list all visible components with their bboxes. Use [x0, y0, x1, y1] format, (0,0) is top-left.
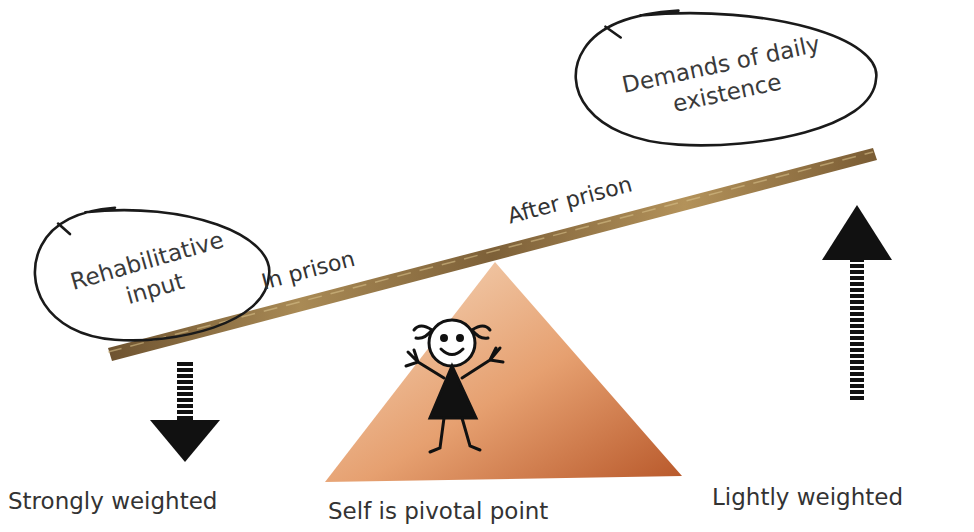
demands-circle: Demands of daily existence [568, 8, 880, 150]
up-arrow [822, 205, 892, 402]
down-arrow [150, 362, 220, 462]
fulcrum-label: Self is pivotal point [328, 498, 548, 524]
circle-text: Rehabilitative input [61, 224, 240, 326]
weight-label: Strongly weighted [8, 488, 217, 514]
stick-figure [406, 320, 503, 452]
weight-label: Lightly weighted [712, 484, 903, 510]
ellipse-outline [35, 208, 269, 341]
rehab-circle: Rehabilitative input [28, 205, 273, 345]
ellipse-outline [576, 11, 877, 146]
circle-text: Demands of daily existence [610, 28, 837, 130]
fulcrum-triangle [325, 262, 682, 482]
